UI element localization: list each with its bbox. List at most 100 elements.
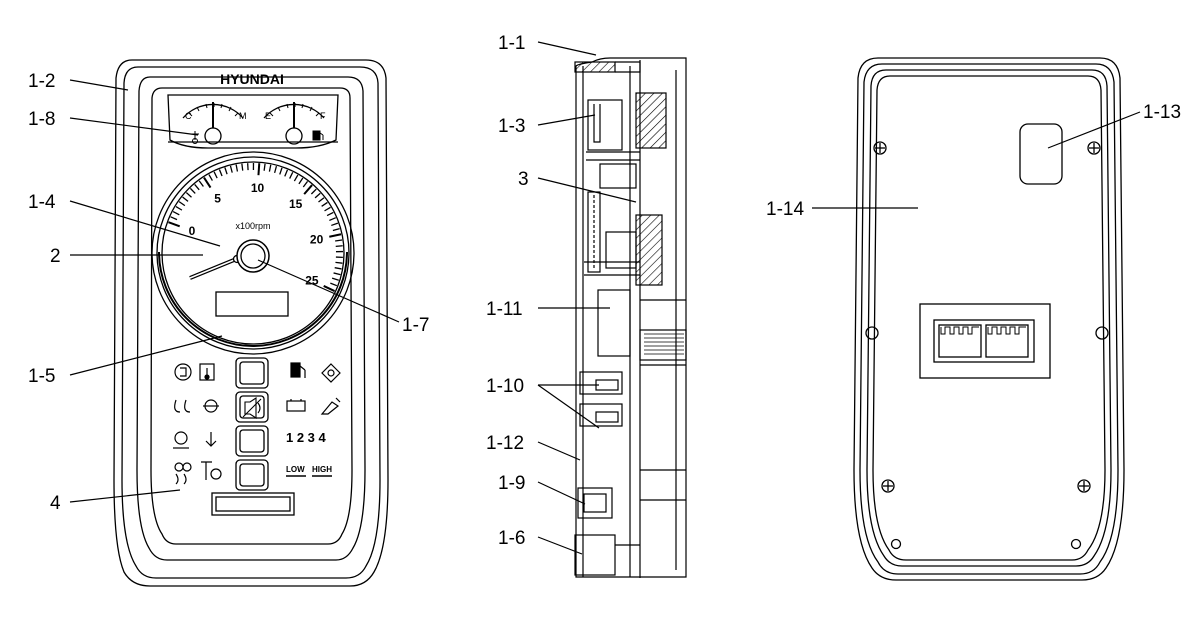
tacho-tick-label: 25	[305, 273, 319, 287]
screw-icon	[1087, 141, 1101, 155]
hydraulic-warning-icon	[205, 432, 217, 447]
gauge-mechanism-upper	[586, 92, 667, 189]
callout-labels: 1-2 1-8 1-4 2 1-5 4 1-7 1-1 1-3 3 1-11 1…	[28, 33, 1181, 549]
bottom-display-window	[211, 492, 295, 516]
tacho-tick-label: 20	[310, 232, 324, 246]
tacho-tick	[241, 163, 244, 171]
buzzer-stop-icon	[242, 396, 262, 420]
tacho-tick	[257, 163, 261, 176]
tacho-tick	[218, 169, 223, 177]
tacho-tick	[298, 177, 304, 185]
tacho-tick	[331, 277, 339, 281]
tacho-tick	[318, 197, 325, 203]
tacho-tick	[333, 272, 341, 276]
tacho-tick	[303, 184, 313, 195]
callout-1-6: 1-6	[498, 528, 525, 549]
fuel-empty-label: E	[265, 111, 271, 121]
mounting-screws	[873, 141, 1101, 493]
callout-leader-lines	[69, 41, 1141, 555]
tachometer-mechanism	[584, 191, 663, 286]
hour-meter-display	[215, 291, 289, 317]
lens-cover-part	[574, 61, 641, 73]
tacho-tick-label: 5	[214, 191, 221, 205]
tacho-tick	[273, 165, 278, 174]
tacho-tick	[229, 165, 233, 173]
tacho-tick	[335, 245, 343, 247]
callout-1-4: 1-4	[28, 192, 56, 213]
tacho-tick	[189, 187, 196, 194]
side-section-view	[574, 57, 687, 578]
tacho-tick	[175, 205, 183, 211]
callout-1-10: 1-10	[486, 376, 524, 397]
tacho-tick	[326, 211, 334, 217]
low-speed-label: LOW	[286, 465, 305, 474]
tacho-tick	[263, 163, 266, 171]
tacho-needle-hub	[236, 239, 270, 273]
tacho-tick	[178, 201, 186, 207]
rear-housing-outline	[853, 57, 1125, 581]
rear-view	[853, 57, 1125, 581]
tacho-tick	[224, 167, 228, 175]
tacho-tick	[323, 285, 335, 292]
callout-1-2: 1-2	[28, 71, 55, 92]
tacho-tick	[172, 211, 180, 216]
tacho-tick	[208, 174, 213, 181]
tacho-tick	[194, 184, 200, 191]
callout-4: 4	[50, 493, 61, 514]
tacho-tick	[329, 217, 337, 222]
switch-assembly-side	[579, 371, 686, 501]
fuel-full-label: F	[320, 111, 326, 121]
callout-1-13: 1-13	[1143, 102, 1181, 123]
switch-button-3[interactable]	[235, 425, 269, 457]
switch-button-4[interactable]	[235, 459, 269, 491]
tacho-unit-label: x100rpm	[235, 221, 270, 231]
brand-logo-text: HYUNDAI	[220, 71, 284, 87]
tacho-tick	[335, 261, 343, 264]
warning-lamp-panel: 1 2 3 4 LOW HIGH	[173, 362, 341, 485]
transmission-temp-icon	[174, 462, 192, 485]
callout-1-1: 1-1	[498, 33, 525, 54]
tacho-tick-label: 10	[251, 181, 265, 195]
brake-warning-icon	[173, 431, 189, 449]
tacho-tick	[168, 221, 181, 228]
callout-1-11: 1-11	[486, 299, 523, 320]
tacho-tick	[284, 169, 289, 177]
callout-1-5: 1-5	[28, 366, 55, 387]
tacho-tick	[203, 176, 212, 189]
fuel-pump-icon	[312, 130, 324, 141]
callout-1-7: 1-7	[402, 315, 429, 336]
temp-cold-label: C	[185, 111, 192, 121]
glow-plug-icon	[174, 399, 191, 413]
tacho-tick	[335, 239, 343, 242]
tacho-tick	[198, 180, 204, 187]
tacho-tick	[310, 188, 317, 195]
callout-1-12: 1-12	[486, 433, 524, 454]
callout-1-3: 1-3	[498, 116, 525, 137]
tacho-tick-label: 15	[289, 197, 303, 211]
screw-icon	[873, 141, 887, 155]
tacho-tick-marks	[168, 162, 343, 292]
screw-icon	[881, 479, 895, 493]
engine-oil-pressure-icon	[203, 399, 219, 413]
tacho-tick	[268, 164, 272, 172]
engine-temp-warning-icon	[199, 363, 215, 381]
front-housing-outline	[113, 59, 389, 587]
tacho-tick	[170, 216, 178, 221]
tacho-tick	[213, 171, 218, 179]
callout-1-9: 1-9	[498, 473, 525, 494]
rear-connector-panel	[919, 303, 1051, 379]
switch-button-1[interactable]	[235, 357, 269, 389]
tacho-tick	[235, 164, 239, 172]
low-fuel-warning-icon	[290, 362, 306, 378]
tacho-tick	[329, 233, 342, 238]
callout-1-8: 1-8	[28, 109, 55, 130]
tacho-tick	[321, 201, 328, 207]
callout-2: 2	[50, 246, 61, 267]
tacho-tick	[324, 206, 331, 212]
tacho-tick	[314, 192, 321, 199]
rear-label-window	[1019, 123, 1063, 185]
buzzer-stop-button[interactable]	[235, 391, 269, 423]
